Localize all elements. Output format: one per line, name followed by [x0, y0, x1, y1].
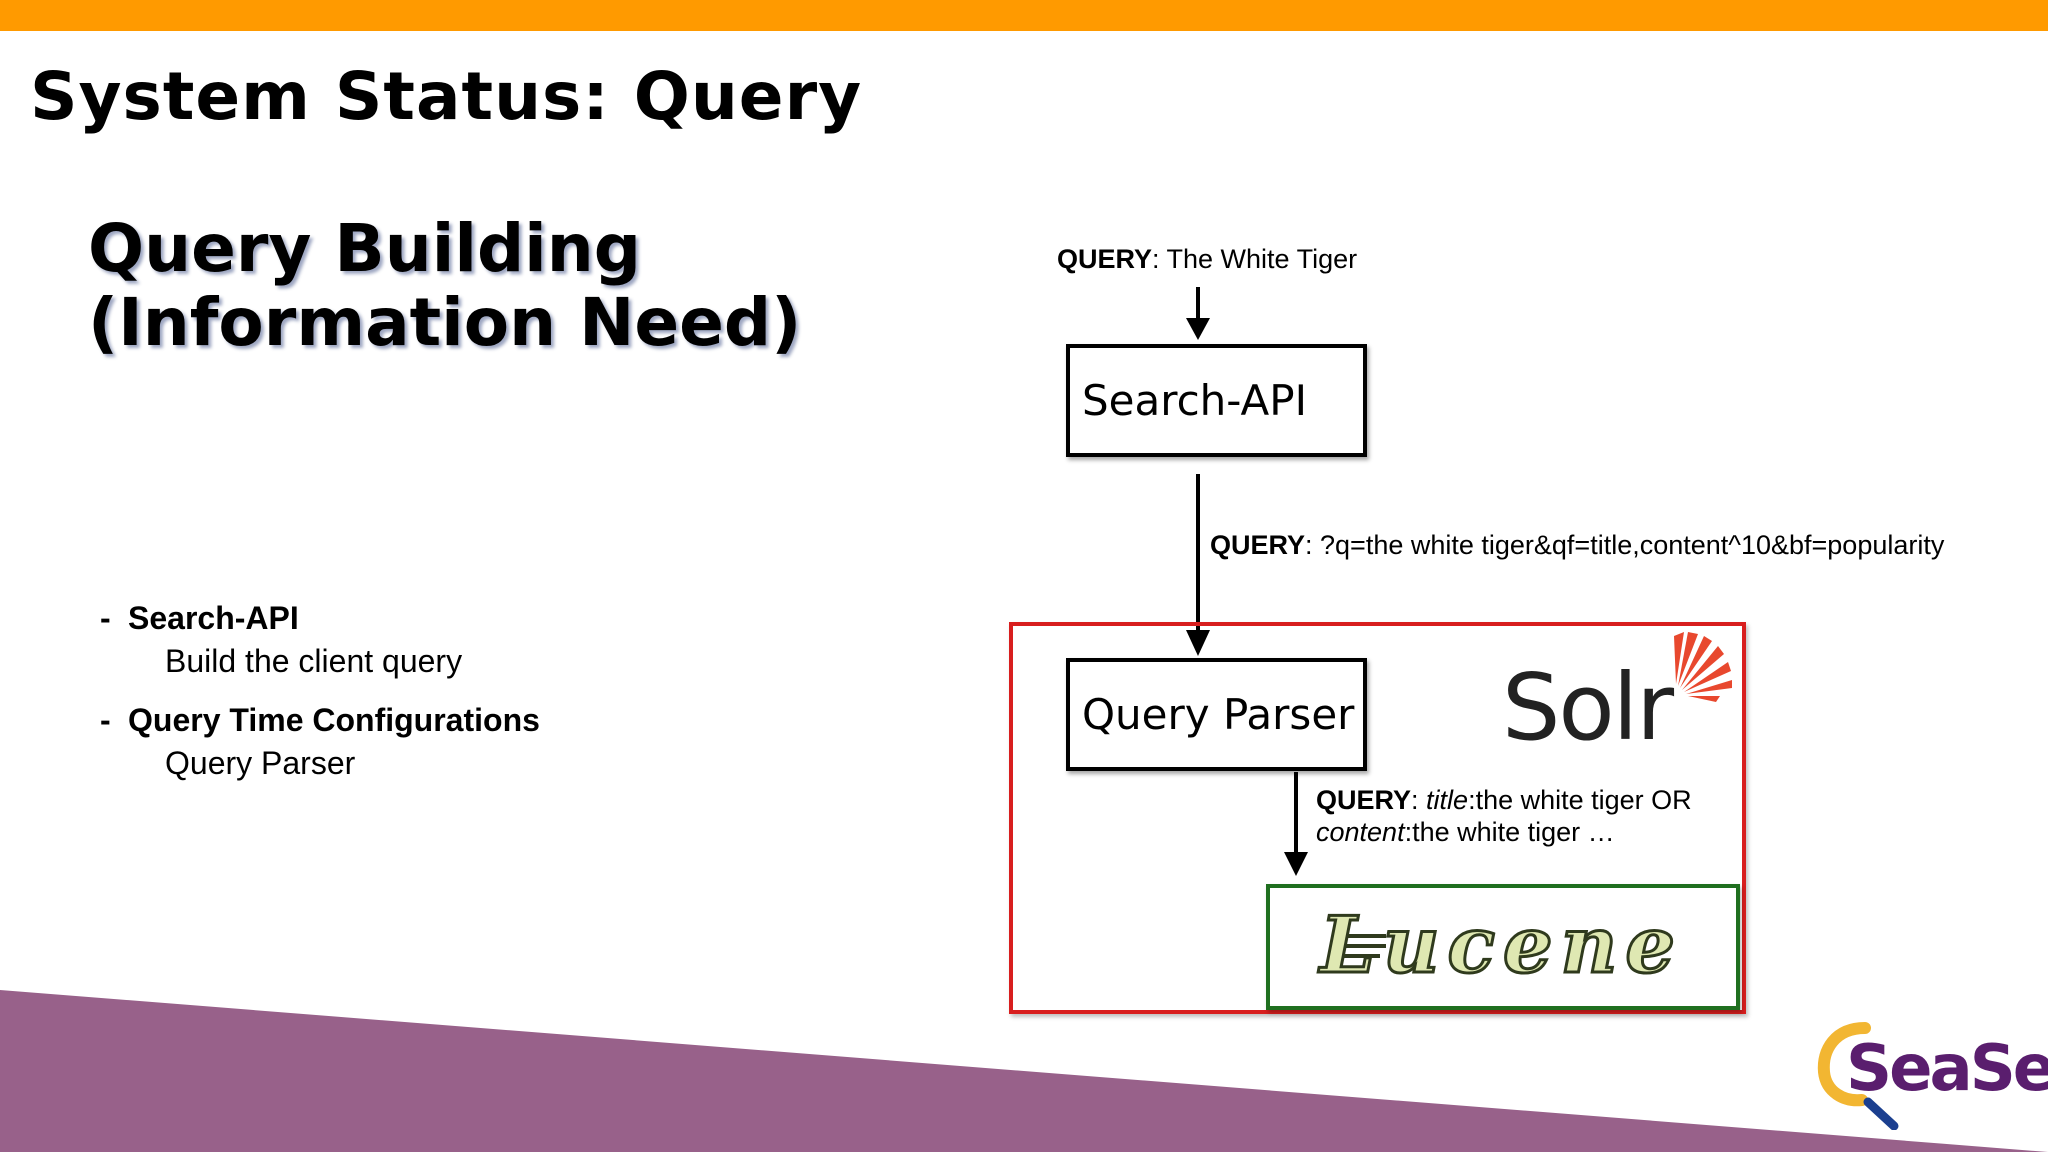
query-parser-output-label: QUERY: title:the white tiger OR content:…	[1316, 784, 1692, 848]
solr-sunburst-icon	[1674, 632, 1732, 702]
bullet-description: Build the client query	[165, 643, 463, 679]
section-heading-line-1: Query Building	[88, 210, 642, 287]
arrow-query-to-search-api	[1186, 287, 1210, 340]
query-input-label: QUERY: The White Tiger	[1057, 244, 1357, 275]
query-parser-box: Query Parser	[1066, 658, 1367, 771]
bullet-item-search-api: - Search-API Build the client query	[100, 600, 540, 680]
query-clause-1: :the white tiger OR	[1468, 785, 1692, 815]
query-clause-2: :the white tiger …	[1404, 817, 1615, 847]
query-separator: :	[1411, 785, 1427, 815]
solr-frame	[1009, 622, 1746, 1014]
search-api-box: Search-API	[1066, 344, 1367, 457]
sease-logo-mark	[1817, 1022, 1899, 1130]
section-heading-line-2: (Information Need)	[88, 284, 802, 361]
query-value: : ?q=the white tiger&qf=title,content^10…	[1305, 530, 1945, 560]
slide-title: System Status: Query	[30, 58, 863, 135]
sease-logo-text: SeaSe	[1846, 1032, 2048, 1106]
bullet-dash: -	[100, 702, 111, 738]
query-field-title: title	[1426, 785, 1469, 815]
solr-logo: Solr	[1500, 628, 1740, 761]
query-parser-box-label: Query Parser	[1082, 690, 1355, 739]
bullet-description: Query Parser	[165, 745, 356, 781]
bullet-title: Search-API	[128, 600, 299, 636]
arrow-search-api-to-parser	[1186, 474, 1210, 656]
bullet-dash: -	[100, 600, 111, 636]
top-accent-bar	[0, 0, 2048, 31]
query-field-content: content	[1316, 817, 1405, 847]
query-key: QUERY	[1316, 785, 1412, 815]
sease-logo: SeaSe	[1810, 1010, 2048, 1130]
lucene-logo-text: Lucene	[1318, 899, 1684, 993]
bullet-list: - Search-API Build the client query - Qu…	[100, 600, 540, 804]
query-key: QUERY	[1057, 244, 1153, 274]
query-search-api-label: QUERY: ?q=the white tiger&qf=title,conte…	[1210, 530, 1944, 561]
lucene-speed-lines-icon	[1332, 934, 1386, 958]
solr-logo-text: Solr	[1502, 654, 1674, 761]
query-key: QUERY	[1210, 530, 1306, 560]
section-heading: Query Building (Information Need)	[88, 212, 801, 360]
bullet-item-query-time-config: - Query Time Configurations Query Parser	[100, 702, 540, 782]
arrow-parser-to-lucene	[1284, 772, 1308, 876]
query-value: : The White Tiger	[1152, 244, 1358, 274]
search-api-box-label: Search-API	[1082, 376, 1307, 425]
bullet-title: Query Time Configurations	[128, 702, 540, 738]
